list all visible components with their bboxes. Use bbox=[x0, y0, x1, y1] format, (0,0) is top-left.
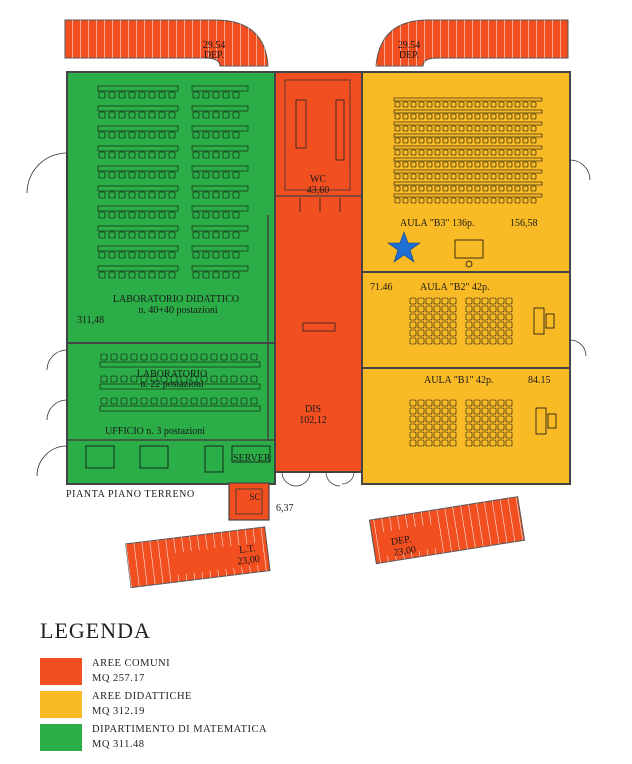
legend: LEGENDA AREE COMUNI MQ 257.17 AREE DIDAT… bbox=[0, 600, 632, 763]
room-dep-top-right: 29.54 DEP. bbox=[375, 19, 569, 67]
dep-top-right-name: DEP. bbox=[399, 50, 419, 61]
lab-didattico-detail: n. 40+40 postazioni bbox=[138, 305, 217, 316]
wc-area: 43,60 bbox=[307, 185, 330, 196]
legend-swatch-common bbox=[40, 658, 82, 685]
lt-name: L.T. bbox=[238, 543, 256, 556]
legend-title: LEGENDA bbox=[40, 618, 151, 643]
office-furniture bbox=[85, 445, 271, 473]
legend-item-name: AREE COMUNI bbox=[92, 658, 171, 669]
aula-b1-area: 84.15 bbox=[528, 375, 551, 386]
aula-b1-name: AULA "B1" 42p. bbox=[424, 375, 494, 386]
dis-name: DIS bbox=[305, 404, 321, 415]
legend-swatch-teaching bbox=[40, 691, 82, 718]
teacher-desks bbox=[454, 239, 557, 435]
lab-didattico-area: 311,48 bbox=[77, 315, 104, 326]
desk-rows-laboratorio bbox=[99, 353, 261, 412]
legend-item-name: AREE DIDATTICHE bbox=[92, 691, 192, 702]
room-dep-bottom: DEP. 23,00 bbox=[368, 496, 526, 565]
lab-didattico-name: LABORATORIO DIDATTICO bbox=[113, 294, 239, 305]
desk-rows-lab-didattico bbox=[97, 85, 249, 279]
dep-top-left-name: DEP. bbox=[204, 50, 224, 61]
zone-math-department: LABORATORIO DIDATTICO n. 40+40 postazion… bbox=[26, 71, 276, 485]
aula-b3-name: AULA "B3" 136p. bbox=[400, 218, 475, 229]
seat-rows-aula-b3 bbox=[393, 97, 543, 204]
dep-top-left-area: 29.54 bbox=[203, 40, 226, 51]
room-lt: L.T. 23,00 bbox=[125, 526, 271, 589]
dep-bottom-name: DEP. bbox=[390, 534, 412, 548]
ufficio-name: UFFICIO n. 3 postazioni bbox=[105, 426, 205, 437]
zone-common-areas: WC 43,60 DIS 102,12 bbox=[267, 71, 363, 487]
laboratorio-name: LABORATORIO bbox=[137, 369, 207, 380]
dis-area: 102,12 bbox=[299, 415, 327, 426]
sc-name: SC bbox=[249, 492, 260, 502]
legend-item-area: MQ 311.48 bbox=[92, 739, 145, 750]
room-sc: SC 6,37 bbox=[228, 482, 294, 521]
legend-swatch-math bbox=[40, 724, 82, 751]
aula-b2-name: AULA "B2" 42p. bbox=[420, 282, 490, 293]
server-name: SERVER bbox=[233, 453, 271, 464]
wc-name: WC bbox=[310, 174, 326, 185]
aula-b3-area: 156,58 bbox=[510, 218, 538, 229]
star-icon bbox=[387, 231, 421, 263]
seat-rows-aula-b2 bbox=[409, 297, 513, 345]
floor-plan: 29.54 DEP. 29.54 DEP. LABORATORIO DIDATT… bbox=[26, 19, 591, 589]
legend-item-area: MQ 312.19 bbox=[92, 706, 145, 717]
dep-bottom-area: 23,00 bbox=[393, 544, 417, 558]
zone-teaching-areas: AULA "B3" 136p. 156,58 71.46 AULA "B2" 4… bbox=[361, 71, 591, 485]
legend-item-common-areas: AREE COMUNI MQ 257.17 bbox=[40, 658, 440, 698]
aula-b2-area: 71.46 bbox=[370, 282, 393, 293]
legend-item-math-department: DIPARTIMENTO DI MATEMATICA MQ 311.48 bbox=[40, 724, 440, 764]
seat-rows-aula-b1 bbox=[409, 399, 513, 447]
plan-caption: PIANTA PIANO TERRENO bbox=[66, 489, 195, 500]
legend-item-teaching-areas: AREE DIDATTICHE MQ 312.19 bbox=[40, 691, 440, 731]
room-dep-top-left: 29.54 DEP. bbox=[64, 19, 269, 67]
sc-area: 6,37 bbox=[276, 503, 294, 514]
legend-item-area: MQ 257.17 bbox=[92, 673, 145, 684]
dep-top-right-area: 29.54 bbox=[398, 40, 421, 51]
lt-area: 23,00 bbox=[237, 554, 261, 568]
legend-item-name: DIPARTIMENTO DI MATEMATICA bbox=[92, 724, 268, 735]
laboratorio-detail: n. 22 postazioni bbox=[140, 379, 204, 390]
